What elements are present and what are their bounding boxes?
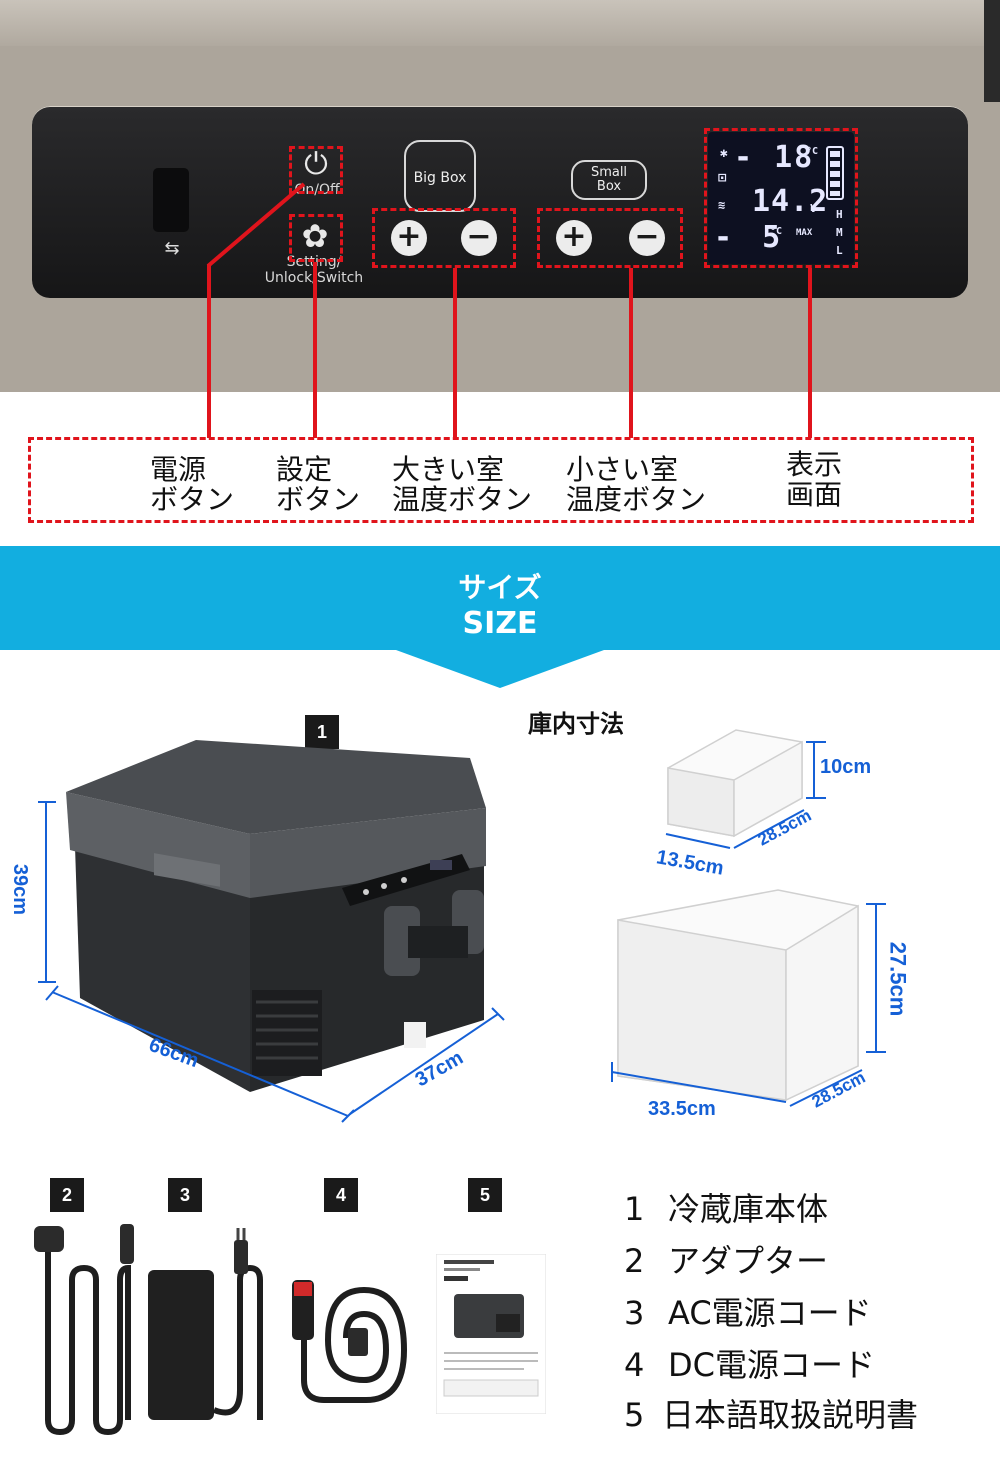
manual-image xyxy=(436,1254,546,1414)
leader-small-box xyxy=(629,268,633,438)
label-power-line2: ボタン xyxy=(150,483,235,516)
lcd-m: M xyxy=(836,226,843,239)
label-display: 表示 画面 xyxy=(786,450,842,510)
label-small-box-line1: 小さい室 xyxy=(566,453,679,486)
small-box-temp-highlight xyxy=(537,208,683,268)
inner-dimensions-title: 庫内寸法 xyxy=(528,710,624,738)
badge-4: 4 xyxy=(324,1178,358,1212)
big-box-button[interactable]: Big Box xyxy=(404,140,476,212)
lcd-temp-small: - 5 xyxy=(714,220,787,255)
banner-title-en: SIZE xyxy=(462,606,538,641)
battery-icon xyxy=(826,146,844,200)
leader-setting xyxy=(313,262,317,438)
label-display-line2: 画面 xyxy=(786,478,843,511)
small-box-button[interactable]: Small Box xyxy=(571,160,647,200)
bluetooth-icon: ✱ xyxy=(720,146,728,161)
accessory-item-3: 3 AC電源コード xyxy=(624,1288,872,1334)
badge-1: 1 xyxy=(305,715,339,749)
accessory-item-2: 2 アダプター xyxy=(624,1236,828,1282)
small-box-plus-button[interactable]: + xyxy=(556,220,592,256)
power-icon[interactable]: ⏻ xyxy=(304,147,328,182)
lcd-max: MAX xyxy=(796,228,813,238)
lcd-h: H xyxy=(836,208,843,221)
heat-icon: ≋ xyxy=(718,198,726,212)
small-box-minus-button[interactable]: − xyxy=(629,220,665,256)
accessory-label-4: DC電源コード xyxy=(668,1346,875,1384)
badge-5: 5 xyxy=(468,1178,502,1212)
fridge-height-label: 39cm xyxy=(9,863,32,916)
size-banner xyxy=(0,546,1000,650)
lock-icon: ⊡ xyxy=(718,170,727,186)
small-box-label-line2: Box xyxy=(596,179,622,194)
lcd-l: L xyxy=(836,244,843,257)
adapter-image xyxy=(148,1228,263,1420)
usb-icon: ⇆ xyxy=(164,238,180,259)
accessory-num-4: 4 xyxy=(624,1346,645,1384)
setting-icon[interactable]: ✿ xyxy=(301,217,329,255)
lcd-temp-big: - 18 xyxy=(734,140,815,175)
accessory-num-1: 1 xyxy=(624,1190,645,1228)
small-box-height-label: 10cm xyxy=(820,756,872,778)
accessory-item-5: 5 日本語取扱説明書 xyxy=(624,1390,918,1436)
onoff-label: On/Off xyxy=(294,182,340,198)
accessory-label-2: アダプター xyxy=(668,1242,829,1280)
banner-arrow xyxy=(396,650,604,688)
inner-boxes-illustration xyxy=(611,729,886,1107)
big-box-width-label: 33.5cm xyxy=(648,1098,716,1120)
label-display-line1: 表示 xyxy=(786,448,843,481)
accessory-label-1: 冷蔵庫本体 xyxy=(668,1190,829,1228)
accessory-label-3: AC電源コード xyxy=(668,1294,872,1332)
accessory-item-1: 1 冷蔵庫本体 xyxy=(624,1184,828,1230)
label-power: 電源 ボタン xyxy=(150,455,234,515)
big-box-plus-button[interactable]: + xyxy=(391,220,427,256)
badge-3: 3 xyxy=(168,1178,202,1212)
display-highlight xyxy=(704,128,858,268)
fridge-illustration xyxy=(38,740,505,1123)
big-box-minus-button[interactable]: − xyxy=(461,220,497,256)
setting-highlight xyxy=(289,214,343,262)
label-setting-line2: ボタン xyxy=(276,483,361,516)
leader-display xyxy=(808,268,812,438)
lcd-temp-big-unit: °C xyxy=(806,146,819,157)
accessory-num-5: 5 xyxy=(624,1396,645,1434)
leader-big-box xyxy=(453,268,457,438)
label-setting-line1: 設定 xyxy=(276,453,333,486)
leader-power xyxy=(207,264,211,438)
lid-right-edge xyxy=(984,0,1000,102)
banner-title-jp: サイズ xyxy=(458,571,542,604)
small-box-label-line1: Small xyxy=(590,165,628,180)
label-big-box-line2: 温度ボタン xyxy=(392,483,533,516)
label-setting: 設定 ボタン xyxy=(276,455,360,515)
dc-cord-image xyxy=(292,1280,408,1403)
label-small-box: 小さい室 温度ボタン xyxy=(566,455,706,515)
big-box-height-label: 27.5cm xyxy=(885,941,911,1017)
label-small-box-line2: 温度ボタン xyxy=(566,483,707,516)
ac-cord-image xyxy=(34,1224,134,1436)
power-highlight xyxy=(289,146,343,194)
lcd-voltage: 14.2 xyxy=(752,184,829,219)
control-panel-photo: ⇆ ⏻ On/Off ✿ Setting/ Unlock/Switch Big … xyxy=(0,0,1000,392)
button-labels-box xyxy=(28,437,974,523)
display-screen: ✱ ⊡ ≋ - 18 °C 14.2 V - 5 °C MAX H M L xyxy=(708,132,854,264)
lcd-temp-small-unit: °C xyxy=(770,226,783,237)
label-big-box: 大きい室 温度ボタン xyxy=(392,455,532,515)
accessory-label-5: 日本語取扱説明書 xyxy=(662,1396,919,1434)
label-big-box-line1: 大きい室 xyxy=(392,453,505,486)
lcd-voltage-unit: V xyxy=(810,202,817,215)
big-box-temp-highlight xyxy=(372,208,516,268)
accessory-num-3: 3 xyxy=(624,1294,645,1332)
label-power-line1: 電源 xyxy=(150,453,207,486)
badge-2: 2 xyxy=(50,1178,84,1212)
accessory-item-4: 4 DC電源コード xyxy=(624,1340,875,1386)
accessory-num-2: 2 xyxy=(624,1242,645,1280)
usb-port xyxy=(153,168,189,232)
power-leader-line xyxy=(206,182,306,268)
lid-edge xyxy=(0,0,1000,46)
